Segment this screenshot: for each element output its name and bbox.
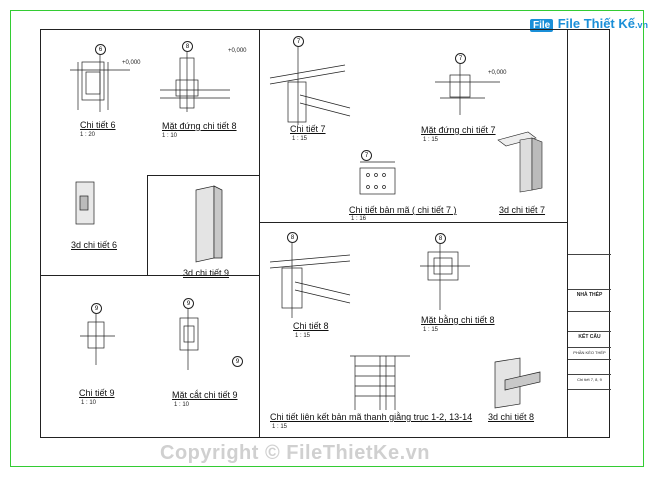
grid-bubble: 7: [455, 53, 466, 64]
level-mark: +0,000: [228, 48, 247, 54]
view-scale: 1 : 15: [272, 424, 288, 430]
grid-bubble: 6: [95, 44, 106, 55]
watermark: Copyright © FileThietKe.vn: [160, 442, 430, 464]
divider: [259, 29, 260, 438]
tb-project: NHÀ THÉP: [576, 292, 603, 298]
grid-bubble: 9: [183, 298, 194, 309]
view-title: Chi tiết 9: [79, 388, 115, 398]
view-title: Mặt cắt chi tiết 9: [172, 390, 238, 400]
grid-bubble: 8: [435, 233, 446, 244]
view-scale: 1 : 10: [162, 133, 178, 139]
logo-brand: File Thiết Kế: [557, 16, 635, 31]
view-title: Chi tiết 7: [290, 124, 326, 134]
view-title: 3d chi tiết 9: [183, 268, 230, 278]
drawing-sheet: [40, 29, 610, 438]
divider: [40, 275, 260, 276]
view-title: Mặt đứng chi tiết 8: [162, 121, 237, 131]
logo-domain: .vn: [634, 20, 648, 30]
view-title: Chi tiết liên kết bản mã thanh giằng trụ…: [270, 412, 473, 422]
view-scale: 1 : 10: [174, 402, 190, 408]
view-scale: 1 : 15: [292, 136, 308, 142]
grid-bubble: 7: [293, 36, 304, 47]
view-title: Mặt bằng chi tiết 8: [421, 315, 495, 325]
tb-sheet-name: Chi tiết 7, 8, 9: [577, 377, 602, 382]
view-title: 3d chi tiết 8: [488, 412, 535, 422]
view-title: Chi tiết bản mã ( chi tiết 7 ): [349, 205, 457, 215]
view-title: Chi tiết 6: [80, 120, 116, 130]
divider: [147, 175, 148, 275]
view-scale: 1 : 10: [81, 400, 97, 406]
view-scale: 1 : 20: [80, 132, 96, 138]
grid-bubble: 8: [182, 41, 193, 52]
view-scale: 1 : 15: [423, 137, 439, 143]
divider: [147, 175, 260, 176]
view-scale: 1 : 15: [423, 327, 439, 333]
grid-bubble: 7: [361, 150, 372, 161]
site-logo: File File Thiết Kế.vn: [530, 15, 648, 33]
level-mark: +0,000: [122, 60, 141, 66]
grid-bubble: 9: [232, 356, 243, 367]
view-title: 3d chi tiết 6: [71, 240, 118, 250]
grid-bubble: 8: [287, 232, 298, 243]
view-title: Mặt đứng chi tiết 7: [421, 125, 496, 135]
tb-section: PHẦN KÈO THÉP: [573, 350, 606, 355]
tb-category: KẾT CẤU: [578, 334, 601, 340]
view-title: Chi tiết 8: [293, 321, 329, 331]
logo-icon: File: [530, 19, 554, 32]
view-scale: 1 : 15: [295, 333, 311, 339]
level-mark: +0,000: [488, 70, 507, 76]
view-title: 3d chi tiết 7: [499, 205, 546, 215]
grid-bubble: 9: [91, 303, 102, 314]
divider: [259, 222, 567, 223]
title-block: NHÀ THÉP KẾT CẤU PHẦN KÈO THÉP Chi tiết …: [567, 29, 611, 438]
outer-frame: [10, 10, 644, 467]
view-scale: 1 : 16: [351, 216, 367, 222]
